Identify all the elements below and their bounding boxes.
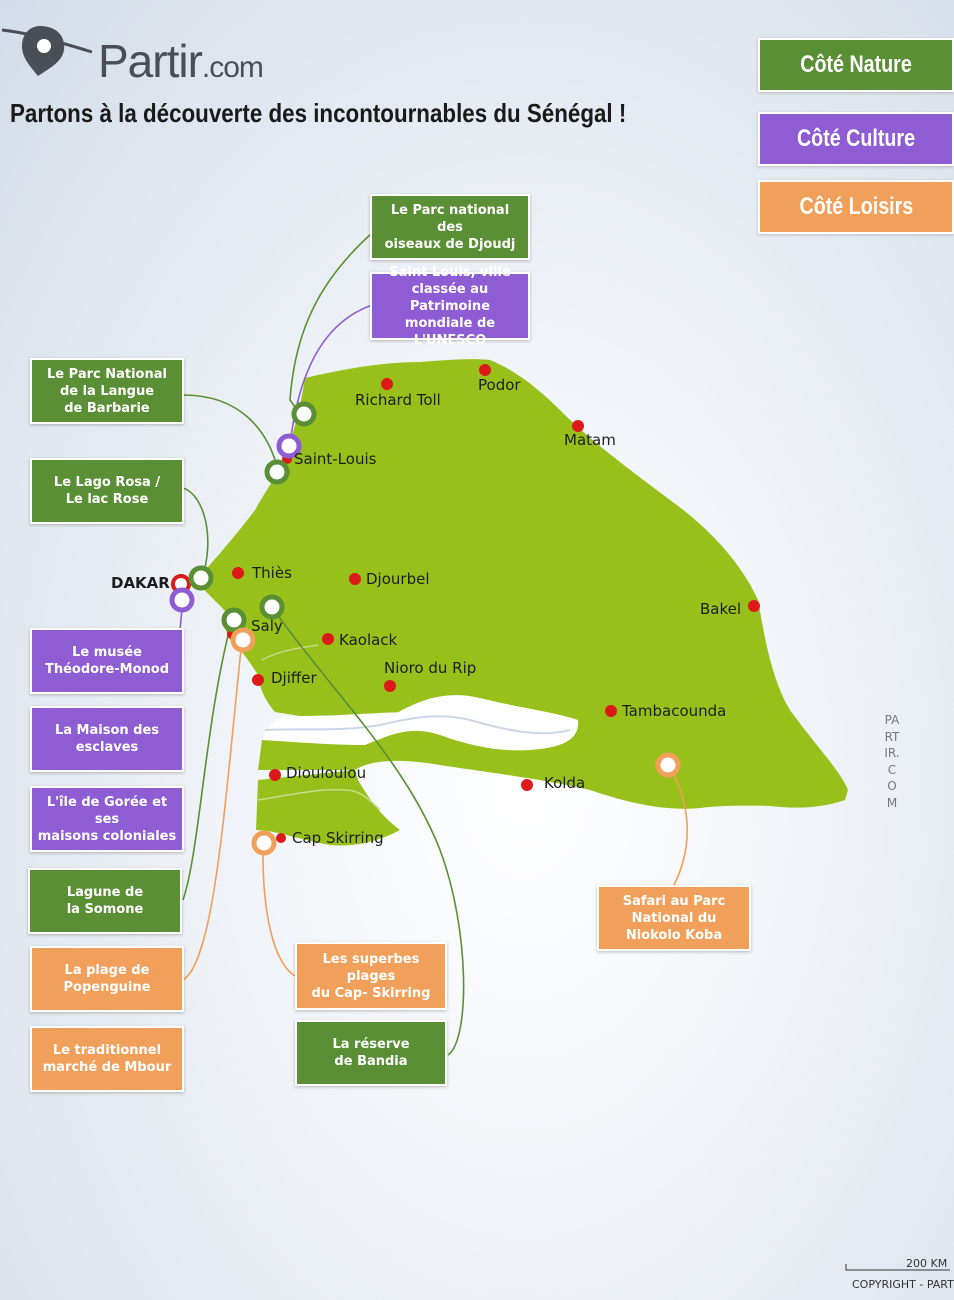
legend-culture-button[interactable]: Côté Culture — [758, 112, 954, 166]
city-djiffer: Djiffer — [271, 669, 317, 687]
logo[interactable]: Partir.com — [0, 18, 320, 88]
attraction-cap-skirring-plages[interactable]: Les superbes plages du Cap- Skirring — [295, 942, 447, 1010]
city-matam: Matam — [564, 431, 616, 449]
location-pin-icon — [1, 26, 93, 76]
attraction-musee[interactable]: Le musée Théodore-Monod — [30, 628, 184, 694]
city-nioro: Nioro du Rip — [384, 659, 477, 677]
city-kolda: Kolda — [544, 774, 586, 792]
connector-lines — [179, 232, 688, 1056]
attraction-maison-esclaves[interactable]: La Maison des esclaves — [30, 706, 184, 772]
city-podor: Podor — [478, 376, 521, 394]
legend-nature-button[interactable]: Côté Nature — [758, 38, 954, 92]
attraction-langue-barbarie[interactable]: Le Parc National de la Langue de Barbari… — [30, 358, 184, 424]
city-diouloulou: Diouloulou — [286, 764, 367, 782]
region-border — [257, 788, 381, 811]
page-title: Partons à la découverte des incontournab… — [10, 98, 627, 128]
city-cap-skirring: Cap Skirring — [292, 829, 384, 847]
attraction-lac-rose[interactable]: Le Lago Rosa / Le lac Rose — [30, 458, 184, 524]
region-border — [261, 644, 319, 661]
city-tambacounda: Tambacounda — [622, 702, 727, 720]
attraction-somone[interactable]: Lagune de la Somone — [28, 868, 182, 934]
legend-loisirs-button[interactable]: Côté Loisirs — [758, 180, 954, 234]
attraction-saint-louis-unesco[interactable]: Saint Louis, ville classée au Patrimoine… — [370, 265, 530, 348]
brand-wordmark: Partir.com — [98, 35, 264, 87]
scale-bar — [845, 1264, 950, 1271]
city-dots — [227, 364, 760, 843]
gambia-river — [264, 715, 571, 735]
city-saly: Saly — [251, 617, 283, 635]
senegal-landmass — [196, 359, 848, 846]
city-saint-louis: Saint-Louis — [294, 450, 377, 468]
city-richard-toll: Richard Toll — [355, 391, 441, 409]
attraction-popenguine[interactable]: La plage de Popenguine — [30, 946, 184, 1012]
city-djourbel: Djourbel — [366, 570, 430, 588]
city-thies: Thiès — [252, 564, 292, 582]
city-kaolack: Kaolack — [339, 631, 398, 649]
city-dakar: DAKAR — [111, 574, 170, 592]
attraction-bandia[interactable]: La réserve de Bandia — [295, 1020, 447, 1086]
attraction-goree[interactable]: L'île de Gorée et ses maisons coloniales — [30, 786, 184, 852]
attraction-markers — [169, 401, 681, 856]
attraction-mbour[interactable]: Le traditionnel marché de Mbour — [30, 1026, 184, 1092]
copyright: COPYRIGHT - PARTIR.COM — [852, 1278, 954, 1291]
gambia — [263, 695, 579, 751]
vertical-watermark: PARTIR.COM — [884, 713, 900, 810]
attraction-niokolo[interactable]: Safari au Parc National du Niokolo Koba — [597, 885, 751, 951]
attraction-djoudj[interactable]: Le Parc national des oiseaux de Djoudj — [370, 194, 530, 260]
city-bakel: Bakel — [700, 600, 742, 618]
scale-label: 200 KM — [906, 1257, 948, 1270]
